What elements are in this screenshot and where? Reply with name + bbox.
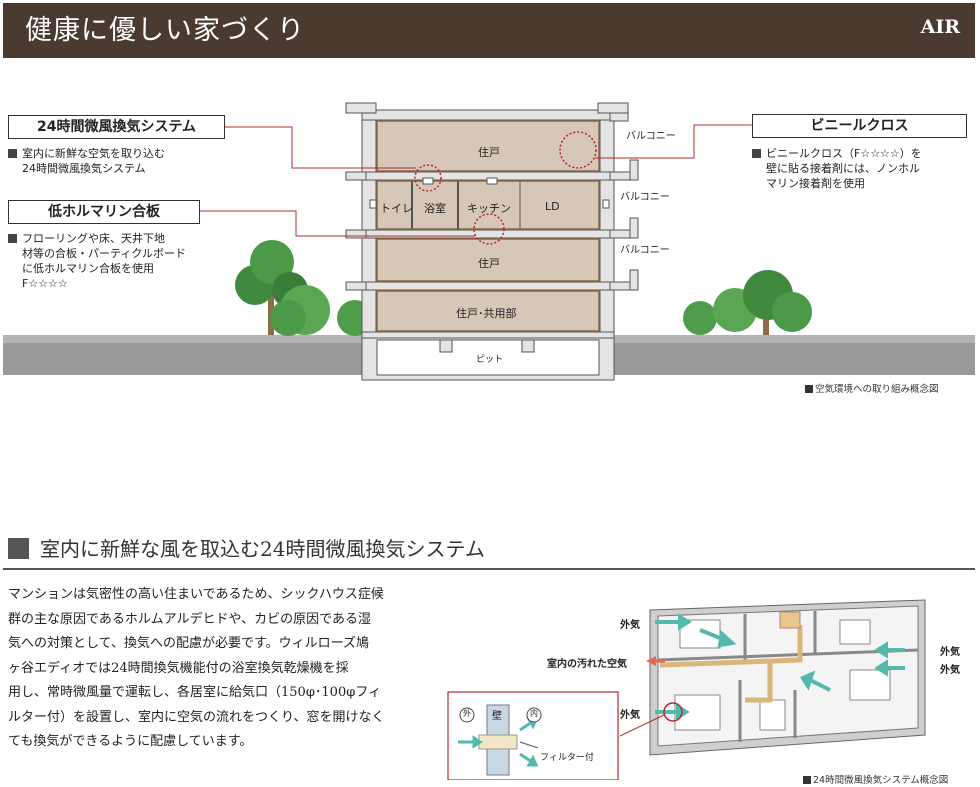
exhaust-arrow xyxy=(646,656,656,666)
leader-plywood xyxy=(200,210,475,237)
room-label-third: 住戸 xyxy=(478,257,500,270)
room-label-top: 住戸 xyxy=(478,146,500,159)
room-third xyxy=(376,238,600,282)
room-bottom xyxy=(376,290,600,332)
body-paragraph: マンションは気密性の高い住まいであるため、シックハウス症候 群の主な原因であるホ… xyxy=(8,587,385,749)
room-top xyxy=(376,120,600,172)
room-label-bottom: 住戸･共用部 xyxy=(456,307,517,320)
caption-air-concept: 空気環境への取り組み概念図 xyxy=(805,381,939,395)
room-label-pit: ピット xyxy=(476,355,504,365)
balcony-label: バルコニー xyxy=(620,245,670,256)
pit xyxy=(376,339,600,376)
balcony-label: バルコニー xyxy=(626,131,676,142)
callout-plywood-desc: フローリングや床、天井下地 材等の合板・パーティクルボード に低ホルマリン合板を… xyxy=(8,231,186,291)
bullet-square-icon xyxy=(752,149,761,158)
bullet-square-icon xyxy=(8,149,17,158)
bullet-square-icon xyxy=(8,234,17,243)
callout-vinyl-title: ビニールクロス xyxy=(752,114,967,138)
tree-right-group xyxy=(683,270,812,335)
building-section-illustration xyxy=(3,102,975,381)
leader-ventilation xyxy=(225,126,416,169)
room-label-toilet: トイレ xyxy=(380,202,413,215)
section-divider xyxy=(3,568,975,570)
floor-plan-illustration xyxy=(447,599,926,780)
balcony-label: バルコニー xyxy=(620,192,670,203)
room-label-bath: 浴室 xyxy=(424,202,446,215)
outside-air-label: 外気 xyxy=(940,665,960,676)
caption-square-icon xyxy=(805,385,813,393)
dirty-air-label: 室内の汚れた空気 xyxy=(547,659,627,670)
inset-wall-label: 壁 xyxy=(492,711,502,722)
section-title: 室内に新鮮な風を取込む24時間微風換気システム xyxy=(40,537,485,561)
header-bar xyxy=(3,3,975,58)
caption-square-icon xyxy=(803,776,811,784)
airflow-arrows xyxy=(655,613,905,721)
room-label-ld: LD xyxy=(545,200,560,213)
room-second xyxy=(376,180,600,230)
outside-air-label: 外気 xyxy=(940,647,960,658)
outside-air-label: 外気 xyxy=(620,620,640,631)
caption-ventilation-concept: 24時間微風換気システム概念図 xyxy=(803,772,948,786)
inset-outside-label: 外 xyxy=(463,709,471,718)
callout-vinyl-desc: ビニールクロス（F☆☆☆☆）を 壁に貼る接着剤には、ノンホル マリン接着剤を使用 xyxy=(752,146,922,191)
callout-ventilation-desc: 室内に新鮮な空気を取り込む 24時間微風換気システム xyxy=(8,146,165,176)
section-tag: AIR xyxy=(920,16,960,38)
leader-vinyl xyxy=(595,124,752,159)
outside-air-label: 外気 xyxy=(620,710,640,721)
page-title: 健康に優しい家づくり xyxy=(25,15,305,46)
inset-inside-label: 内 xyxy=(530,709,538,718)
room-label-kitchen: キッチン xyxy=(467,202,511,215)
inset-filter-label: フィルター付 xyxy=(540,753,594,763)
callout-plywood-title: 低ホルマリン合板 xyxy=(8,200,200,224)
section-marker-icon xyxy=(8,538,29,559)
callout-ventilation-title: 24時間微風換気システム xyxy=(8,115,225,139)
